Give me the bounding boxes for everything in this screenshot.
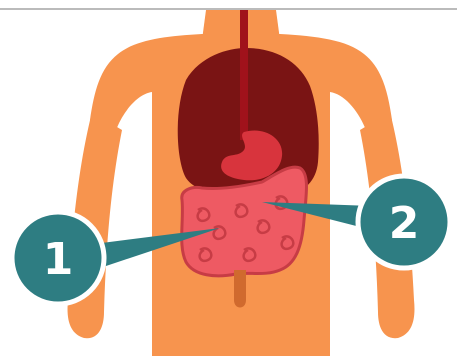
esophagus xyxy=(240,10,248,140)
callout-2-label: 2 xyxy=(389,198,420,249)
callout-1-label: 1 xyxy=(43,234,74,285)
rectum xyxy=(234,270,246,308)
